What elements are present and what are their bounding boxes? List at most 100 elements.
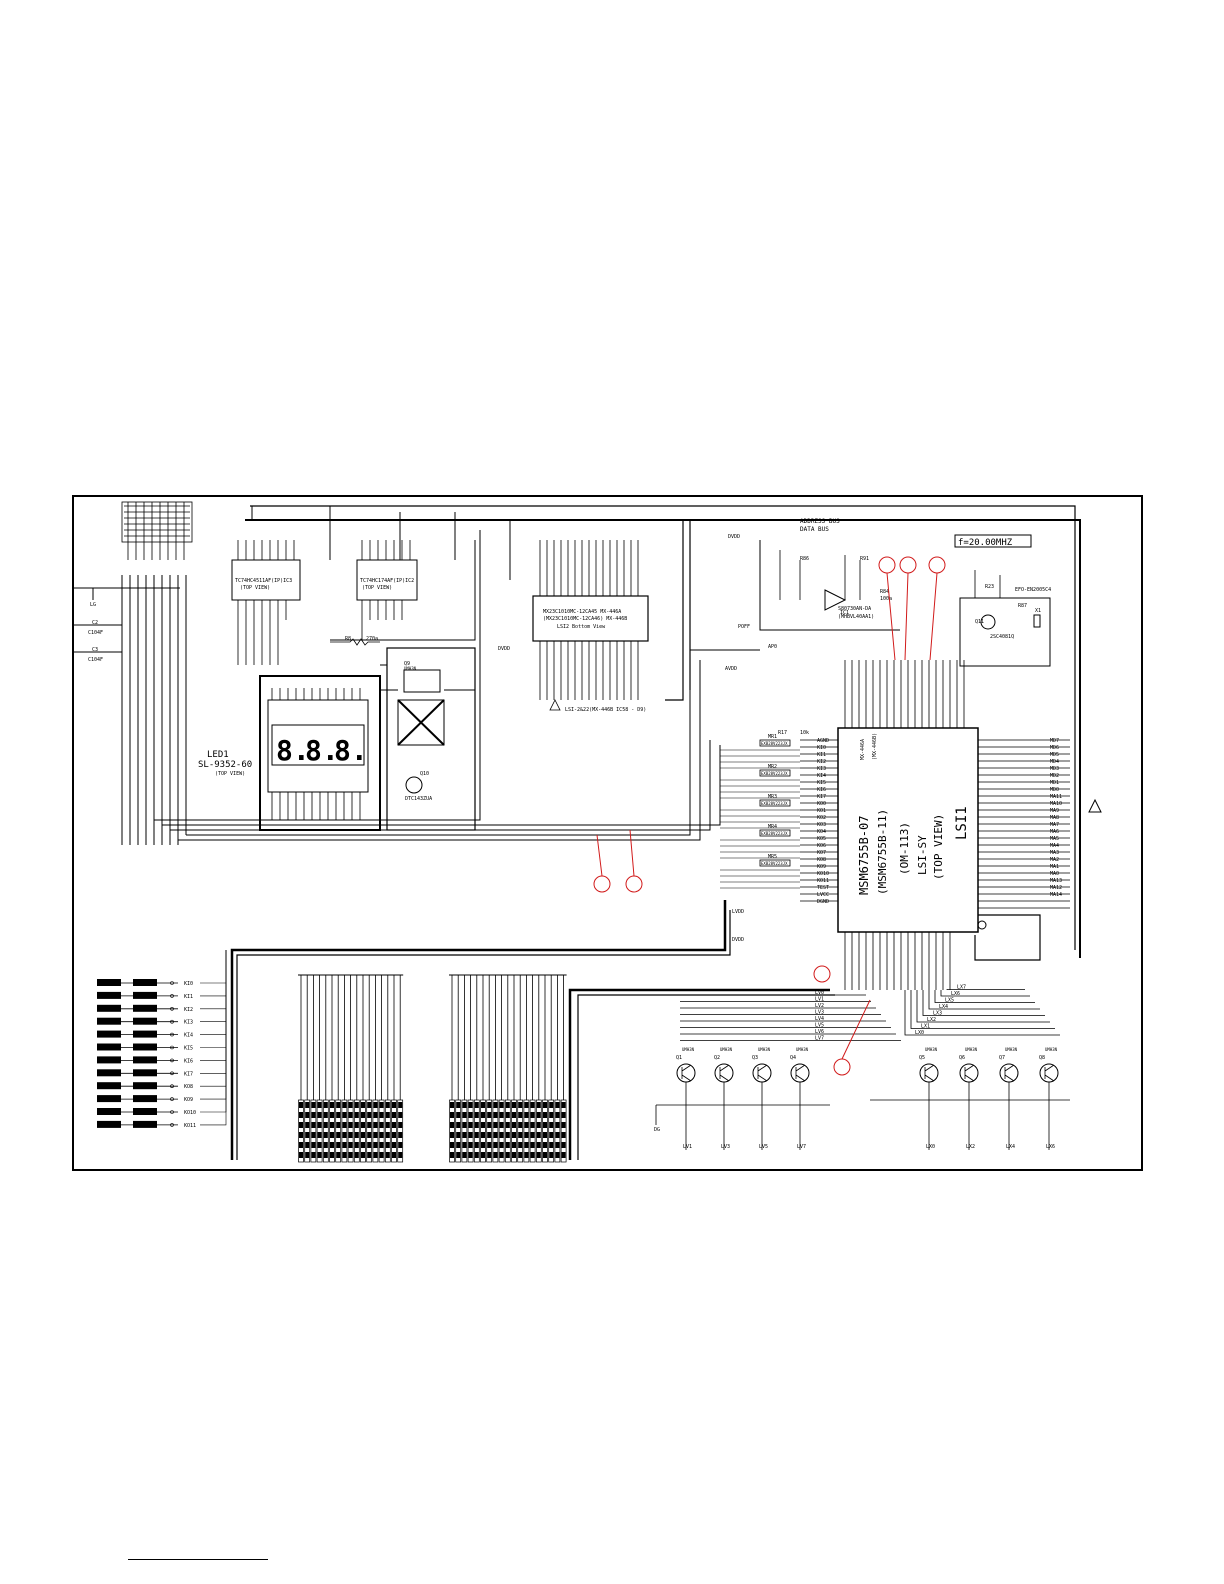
ap0-label: AP0	[768, 644, 777, 650]
connector-pin	[561, 1152, 566, 1158]
connector-pin	[561, 1132, 566, 1138]
connector-pin	[361, 1142, 365, 1148]
key-switch-net: KI4	[184, 1033, 193, 1039]
lsi1-left-pin-label: DGND	[817, 899, 829, 905]
mr-network-ref: MR4	[768, 824, 777, 830]
q9-label: Q9	[404, 661, 410, 667]
connector-pad	[449, 1099, 455, 1163]
key-switch-number: 11	[140, 1110, 146, 1116]
transistor-symbol	[719, 1064, 730, 1082]
connector-pin	[385, 1122, 390, 1128]
key-switch-type: MA2W1	[99, 1110, 114, 1116]
connector-pin	[367, 1122, 372, 1128]
lsi1-note-c: (TOP VIEW)	[932, 814, 945, 880]
connector-pin	[398, 1142, 403, 1148]
connector-pin	[555, 1122, 560, 1128]
q11-label: Q11	[975, 619, 984, 625]
connector-pin	[512, 1102, 516, 1108]
key-switch-node	[170, 1123, 174, 1127]
connector-pad	[542, 1099, 548, 1163]
lsi1-right-pin-label: MA14	[1050, 892, 1062, 898]
connector-pin	[385, 1132, 390, 1138]
connector-pad	[467, 1099, 474, 1163]
lsi1-left-pin-label: LVCC	[817, 892, 829, 898]
ic1-label: IC1	[840, 610, 849, 616]
connector-pin	[323, 1112, 328, 1118]
transistor-body	[790, 1063, 810, 1083]
connector-pin	[462, 1132, 467, 1138]
key-switch-node	[170, 1045, 174, 1050]
connector-pin	[481, 1132, 485, 1138]
key-switch-body	[97, 1108, 121, 1115]
lsi1-right-pin-label: MD4	[1050, 759, 1059, 765]
key-switch-net: KO11	[184, 1123, 196, 1129]
lsi1-left-pin-label: TEST	[817, 885, 829, 891]
key-switch-node	[170, 1071, 174, 1076]
connector-pin	[305, 1112, 310, 1118]
lsi1-right-pin-label: MD6	[1050, 745, 1059, 751]
connector-pin	[512, 1152, 516, 1158]
key-switch-number: 4	[140, 1020, 143, 1026]
lx-bus-line	[922, 990, 1045, 1016]
connector-pad	[304, 1099, 311, 1163]
connector-pin	[361, 1122, 365, 1128]
sheet-frame	[72, 495, 1143, 1171]
connector-pin	[348, 1132, 353, 1138]
connector-pin	[450, 1102, 454, 1108]
transistor-part: UMH3N	[965, 1047, 978, 1052]
connector-pin	[530, 1132, 535, 1138]
key-switch-number: 1	[140, 981, 143, 987]
connector-pin	[348, 1152, 353, 1158]
connector-pin	[468, 1122, 473, 1128]
lsi1-left-pin-label: KO4	[817, 829, 826, 835]
connector-pin	[474, 1152, 479, 1158]
transistor-body	[752, 1063, 772, 1083]
connector-pin	[392, 1152, 396, 1158]
lsi1-chip: MSM6755B-07 (MSM6755B-11) (OM-113) LSI-S…	[800, 660, 1070, 990]
connector-pin	[549, 1102, 554, 1108]
connector-block-left	[298, 974, 404, 1163]
connector-pin	[474, 1132, 479, 1138]
led1-view: (TOP VIEW)	[215, 771, 245, 777]
transistor-body	[919, 1063, 939, 1083]
clock-frequency-label: f=20.00MHZ	[958, 538, 1013, 548]
connector-pin	[354, 1132, 359, 1138]
connector-pad	[335, 1099, 342, 1163]
connector-pin	[493, 1152, 498, 1158]
connector-pin	[311, 1132, 316, 1138]
connector-pin	[487, 1122, 492, 1128]
transistor-body	[959, 1063, 979, 1083]
lsi1-right-pin-label: MD5	[1050, 752, 1059, 758]
connector-pad	[316, 1099, 323, 1163]
connector-pin	[487, 1152, 492, 1158]
mr-network-ref: MR1	[768, 734, 777, 740]
key-switch-return	[200, 950, 227, 1022]
transistor-body	[999, 1063, 1019, 1083]
connector-pin	[311, 1102, 316, 1108]
connector-pad	[366, 1099, 373, 1163]
connector-pin	[555, 1102, 560, 1108]
key-switch-body	[97, 1043, 121, 1051]
lsi1-right-pin-label: MD2	[1050, 773, 1059, 779]
connector-pin	[330, 1112, 334, 1118]
lsi2-view: LSI2 Bottom View	[557, 624, 606, 630]
lx-bus-line	[910, 990, 1055, 1029]
key-switch-body	[97, 979, 121, 986]
key-switch-number: 12	[140, 1123, 146, 1129]
lx-bus-label: LX3	[933, 1011, 942, 1017]
connector-pin	[299, 1132, 303, 1138]
connector-pin	[398, 1122, 403, 1128]
connector-pin	[499, 1152, 504, 1158]
footer-rule	[128, 1559, 268, 1560]
connector-pin	[367, 1132, 372, 1138]
lsi1-right-pin-label: MA1	[1050, 864, 1059, 870]
transistor-body	[714, 1063, 734, 1083]
key-switch-return	[200, 950, 227, 1100]
key-switch-type: MA2W1	[99, 994, 114, 1000]
connector-pin	[379, 1142, 384, 1148]
mr-network-value: EXB28V223JX	[761, 771, 788, 776]
connector-pin	[468, 1142, 473, 1148]
lv-bus-label: LV7	[815, 1036, 824, 1042]
key-switch-number-box	[133, 1095, 157, 1103]
mr-network-value: EXB28V223JX	[761, 831, 788, 836]
